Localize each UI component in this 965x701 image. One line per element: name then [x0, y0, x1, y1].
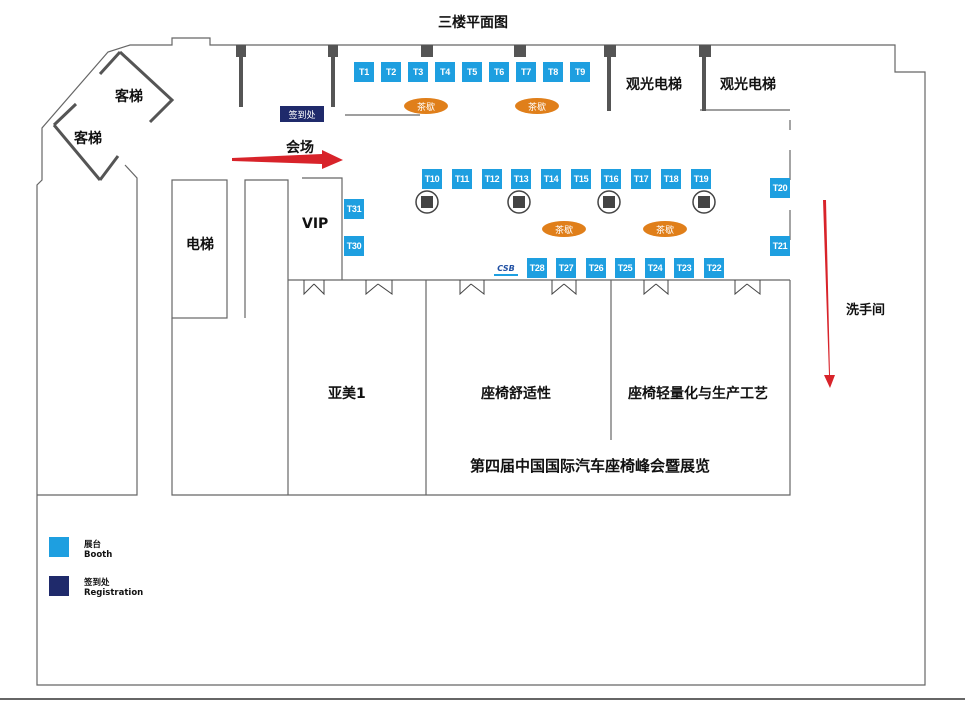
legend-registration-en: Registration [84, 588, 144, 598]
room-comfort-label: 座椅舒适性 [481, 386, 551, 402]
legend-registration-cn: 签到处 [84, 578, 110, 588]
restroom-arrow [823, 200, 835, 388]
tea-break-1: 茶歇 [404, 98, 448, 114]
booth-t9[interactable]: T9 [570, 62, 590, 82]
legend-booth-swatch [49, 537, 69, 557]
legend-registration-swatch [49, 576, 69, 596]
sightseeing-elevator-label-2: 观光电梯 [720, 77, 776, 93]
passenger-elevator-label-1: 客梯 [115, 89, 143, 105]
booth-t11[interactable]: T11 [452, 169, 472, 189]
legend-booth-text: 展台 Booth [84, 540, 112, 560]
sightseeing-elevator-label-1: 观光电梯 [626, 77, 682, 93]
booth-t21[interactable]: T21 [770, 236, 790, 256]
tea-break-4: 茶歇 [643, 221, 687, 237]
booth-t5[interactable]: T5 [462, 62, 482, 82]
registration-desk: 签到处 [280, 106, 324, 122]
booth-t24[interactable]: T24 [645, 258, 665, 278]
booth-t22[interactable]: T22 [704, 258, 724, 278]
legend-booth-en: Booth [84, 550, 113, 560]
registration-desk-label: 签到处 [288, 110, 316, 121]
booth-t19[interactable]: T19 [691, 169, 711, 189]
passenger-elevator-label-2: 客梯 [74, 131, 102, 147]
tea-break-3: 茶歇 [542, 221, 586, 237]
csb-logo: CSB [494, 262, 518, 276]
booth-t10[interactable]: T10 [422, 169, 442, 189]
floor-title: 三楼平面图 [438, 15, 508, 31]
event-name-label: 第四届中国国际汽车座椅峰会暨展览 [470, 457, 711, 475]
booth-t16[interactable]: T16 [601, 169, 621, 189]
room-yamei-label: 亚美1 [328, 386, 366, 402]
booth-t18[interactable]: T18 [661, 169, 681, 189]
booth-t2[interactable]: T2 [381, 62, 401, 82]
tea-break-2: 茶歇 [515, 98, 559, 114]
booth-t23[interactable]: T23 [674, 258, 694, 278]
booth-t20[interactable]: T20 [770, 178, 790, 198]
booth-t28[interactable]: T28 [527, 258, 547, 278]
booth-t14[interactable]: T14 [541, 169, 561, 189]
booth-t26[interactable]: T26 [586, 258, 606, 278]
tea-break-label: 茶歇 [416, 102, 435, 113]
restroom-label: 洗手间 [846, 303, 886, 318]
booth-t8[interactable]: T8 [543, 62, 563, 82]
booth-t12[interactable]: T12 [482, 169, 502, 189]
tea-break-label: 茶歇 [655, 225, 674, 236]
booth-t1[interactable]: T1 [354, 62, 374, 82]
booth-t17[interactable]: T17 [631, 169, 651, 189]
tea-break-label: 茶歇 [527, 102, 546, 113]
booth-t31[interactable]: T31 [344, 199, 364, 219]
booth-t25[interactable]: T25 [615, 258, 635, 278]
booth-t13[interactable]: T13 [511, 169, 531, 189]
booth-t3[interactable]: T3 [408, 62, 428, 82]
booth-t27[interactable]: T27 [556, 258, 576, 278]
legend-booth-cn: 展台 [84, 540, 102, 550]
booth-t6[interactable]: T6 [489, 62, 509, 82]
tea-break-label: 茶歇 [554, 225, 573, 236]
room-lightweight-label: 座椅轻量化与生产工艺 [628, 386, 768, 402]
booth-t15[interactable]: T15 [571, 169, 591, 189]
booth-t30[interactable]: T30 [344, 236, 364, 256]
elevator-label: 电梯 [186, 237, 214, 253]
csb-logo-text: CSB [497, 263, 515, 273]
venue-label: 会场 [286, 140, 314, 156]
vip-label: VIP [302, 216, 329, 232]
booth-t4[interactable]: T4 [435, 62, 455, 82]
booth-t7[interactable]: T7 [516, 62, 536, 82]
venue-arrow [232, 150, 343, 169]
legend-registration-text: 签到处 Registration [84, 578, 143, 598]
